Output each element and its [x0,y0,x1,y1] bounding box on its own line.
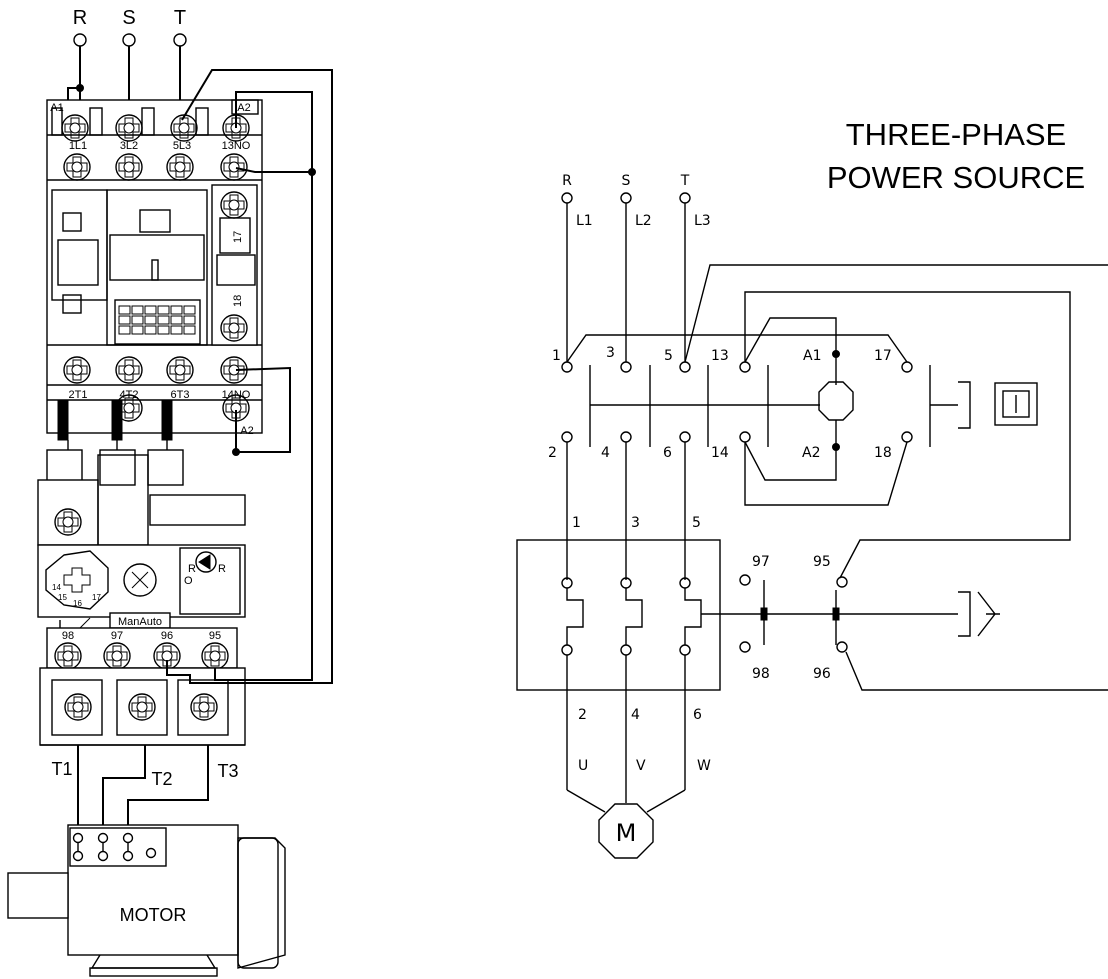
relay-contact-96: 96 [813,666,831,682]
motor-lead-t2: T2 [151,769,172,789]
phase-label-t: T [680,173,690,189]
relay-contact-95: 95 [813,554,831,570]
supply-label-r: R [73,7,87,29]
terminal-r [73,33,87,47]
motor-lead-v: V [636,758,646,774]
relay-contact-98: 98 [752,666,770,682]
physical-wiring-diagram: R S T A1 A2 [7,7,333,977]
relay-terminal-98: 98 [62,630,74,642]
contact-label-5: 5 [664,348,673,364]
reset-label-r-left: R [188,563,196,575]
terminal-label-13no: 13NO [222,140,251,152]
contact-label-4: 4 [601,445,610,461]
line-label-l1: L1 [576,213,593,229]
supply-label-t: T [174,7,186,29]
terminal-label-2t1: 2T1 [69,389,88,401]
motor: MOTOR [7,824,286,977]
motor-lead-w: W [697,758,711,774]
line-label-l2: L2 [635,213,652,229]
overload-out-6: 6 [693,707,702,723]
contact-label-6: 6 [663,445,672,461]
terminal-label-6t3: 6T3 [171,389,190,401]
line-label-l3: L3 [694,213,711,229]
current-dial[interactable] [45,550,109,610]
contact-label-1: 1 [552,348,561,364]
terminal-t [173,33,187,47]
overload-relay-box [516,539,721,691]
overload-in-1: 1 [572,515,581,531]
test-knob-icon[interactable] [123,563,157,597]
overload-in-3: 3 [631,515,640,531]
overload-relay: 14 15 16 17 R O R ManAuto 98 97 96 95 [37,440,246,746]
dial-label-16: 16 [73,599,82,608]
coil-label-a1: A1 [803,348,821,364]
coil-label-a2-top: A2 [237,102,250,114]
overload-out-2: 2 [578,707,587,723]
coil-label-a2: A2 [802,445,820,461]
reset-label-r-right: R [218,563,226,575]
coil-label-a2-bottom: A2 [240,425,253,437]
dial-label-15: 15 [58,593,67,602]
motor-lead-t1: T1 [51,759,72,779]
motor-symbol-icon [598,803,654,859]
overload-out-4: 4 [631,707,640,723]
contactor: A1 A2 1L1 3L2 5L3 13NO [46,99,263,441]
dial-label-14: 14 [52,583,61,592]
reset-label-o: O [184,575,193,587]
motor-lead-u: U [578,758,588,774]
man-auto-label: ManAuto [118,616,162,628]
supply-label-s: S [122,7,135,29]
aux-label-18: 18 [232,295,244,307]
contact-label-3: 3 [606,345,615,361]
terminal-label-3l2: 3L2 [120,140,138,152]
terminal-s [122,33,136,47]
contact-label-14: 14 [711,445,729,461]
reset-button[interactable] [195,551,217,573]
phase-label-r: R [562,173,572,189]
relay-contact-97: 97 [752,554,770,570]
terminal-label-1l1: 1L1 [69,140,87,152]
relay-terminal-95: 95 [209,630,221,642]
aux-label-17: 17 [232,231,244,243]
schematic-title-line2: POWER SOURCE [827,160,1085,195]
dial-label-17: 17 [92,593,101,602]
relay-terminal-96: 96 [161,630,173,642]
schematic-title-line1: THREE-PHASE [846,117,1066,152]
motor-symbol: M [616,819,637,847]
start-button-icon [994,382,1038,426]
control-wiring [166,69,333,684]
motor-leads: T1 T2 T3 [51,745,239,840]
overload-in-5: 5 [692,515,701,531]
motor-lead-t3: T3 [217,761,238,781]
contact-label-2: 2 [548,445,557,461]
phase-label-s: S [622,173,631,189]
schematic-diagram: THREE-PHASE POWER SOURCE R S T L1 L2 L3 … [516,117,1108,859]
relay-terminal-97: 97 [111,630,123,642]
motor-label: MOTOR [120,905,187,925]
contact-label-13: 13 [711,348,729,364]
coil-label-a1-top: A1 [50,102,63,114]
aux-label-18-schematic: 18 [874,445,892,461]
coil-icon [818,381,854,421]
terminal-label-5l3: 5L3 [173,140,191,152]
aux-label-17-schematic: 17 [874,348,892,364]
